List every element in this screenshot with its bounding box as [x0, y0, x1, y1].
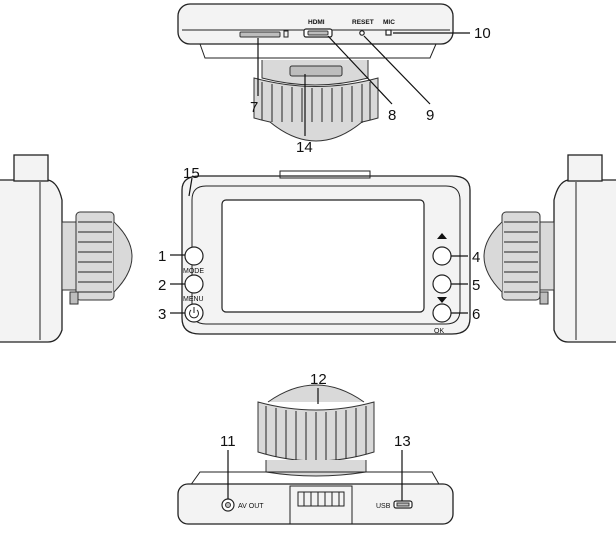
right-side-view	[483, 154, 616, 343]
reset-label: RESET	[352, 19, 374, 26]
power-icon	[189, 307, 199, 319]
down-arrow-icon	[437, 297, 447, 303]
bottom-lens-base	[265, 460, 367, 477]
callout-3: 3	[158, 306, 166, 323]
bottom-mount	[289, 485, 353, 525]
leader-8	[327, 35, 393, 105]
callout-15: 15	[183, 165, 200, 182]
callout-11: 11	[220, 433, 236, 450]
hdmi-port-inner	[307, 30, 329, 36]
callout-6: 6	[472, 306, 480, 323]
left-lens-ridges	[78, 221, 112, 293]
right-side-port	[539, 291, 549, 305]
bottom-lens-ridges	[265, 406, 367, 461]
mic-label: MIC	[383, 19, 395, 26]
bottom-view: AV OUT USB 12 11 13	[177, 371, 454, 525]
right-lens-dome	[483, 221, 503, 293]
screen-view: MODE MENU OK 1 2 3 4 5 6 15	[158, 165, 480, 335]
mode-label: MODE	[183, 268, 204, 275]
top-lens-dome	[269, 121, 363, 142]
callout-7: 7	[250, 99, 258, 116]
top-lens-ridges	[261, 82, 371, 129]
usb-label: USB	[376, 503, 391, 510]
left-lens-ring	[75, 211, 115, 301]
menu-label: MENU	[183, 296, 204, 303]
callout-1: 1	[158, 248, 166, 265]
callout-13: 13	[394, 433, 411, 450]
right-side-mount	[567, 154, 603, 182]
left-side-mount	[13, 154, 49, 182]
ok-label: OK	[434, 328, 444, 335]
ok-button[interactable]	[432, 303, 452, 323]
bottom-mount-pin-lines	[303, 492, 340, 506]
up-arrow-icon	[437, 233, 447, 239]
screen-view-top-mount	[279, 170, 371, 179]
right-lens-ridges	[504, 221, 538, 293]
mode-button[interactable]	[184, 246, 204, 266]
sd-card-icon	[283, 30, 289, 38]
mount-connector	[289, 65, 343, 77]
hdmi-label: HDMI	[308, 19, 325, 26]
bottom-lens-dome	[267, 384, 365, 403]
lcd-screen	[221, 199, 425, 313]
sd-card-slot	[239, 31, 281, 38]
callout-2: 2	[158, 277, 166, 294]
callout-4: 4	[472, 249, 480, 266]
av-out-label: AV OUT	[238, 503, 264, 510]
screen-view-bezel	[191, 185, 461, 325]
up-button[interactable]	[432, 246, 452, 266]
callout-10: 10	[474, 25, 491, 42]
av-out-jack-inner	[225, 502, 231, 508]
select-button[interactable]	[432, 274, 452, 294]
right-lens-ring	[501, 211, 541, 301]
callout-12: 12	[310, 371, 327, 388]
right-side-body	[553, 179, 616, 343]
callout-8: 8	[388, 107, 396, 124]
leader-15	[188, 177, 193, 197]
left-lens-dome	[113, 221, 133, 293]
bottom-mount-pins	[297, 491, 345, 507]
callout-14: 14	[296, 139, 313, 156]
menu-button[interactable]	[184, 274, 204, 294]
left-side-body	[0, 179, 63, 343]
callout-9: 9	[426, 107, 434, 124]
top-view: HDMI RESET MIC 7 8 9 10 14	[177, 3, 491, 156]
mic-hole	[385, 29, 392, 36]
left-side-port	[69, 291, 79, 305]
usb-port-inner	[396, 502, 410, 507]
callout-5: 5	[472, 277, 480, 294]
reset-hole	[359, 30, 365, 36]
leader-9	[363, 35, 431, 105]
left-side-view	[0, 154, 133, 343]
right-lens-base	[539, 221, 555, 291]
left-lens-base	[61, 221, 77, 291]
top-view-base	[199, 43, 437, 59]
